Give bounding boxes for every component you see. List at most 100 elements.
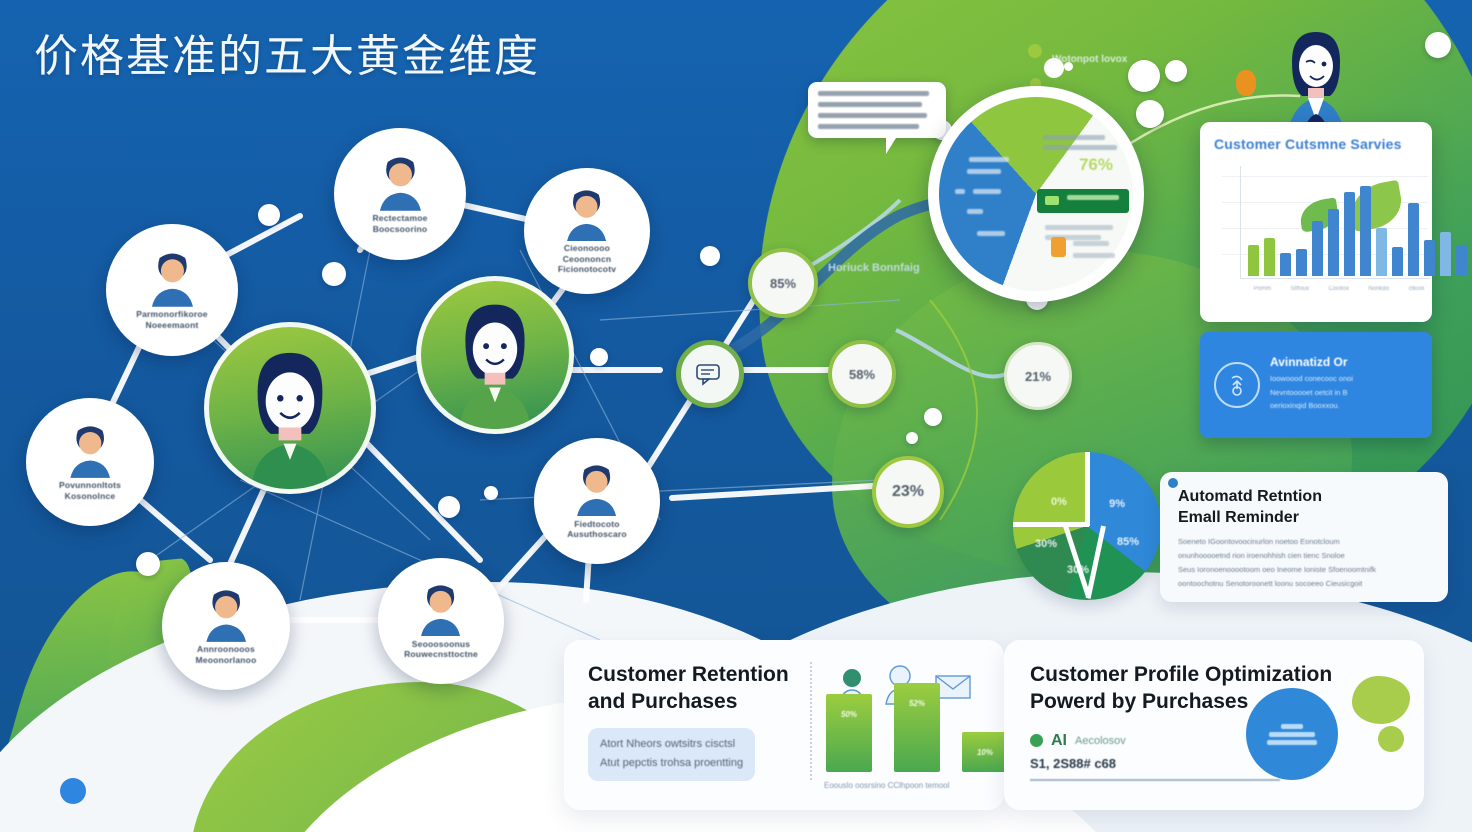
card-title: Customer Retention and Purchases [588, 663, 789, 713]
connector-dot [700, 246, 720, 266]
connector-dot [484, 486, 498, 500]
metric-badge-21[interactable]: 21% [1004, 342, 1072, 410]
connector-dot [322, 262, 346, 286]
bubble-line [1281, 723, 1303, 729]
pie-gap [1063, 525, 1091, 598]
network-node-reactive[interactable]: Rectectamoe Boocsoorino [334, 128, 466, 260]
retention-body: Soeneto IGoontovoocinurlon noetoo Eonotc… [1178, 537, 1430, 590]
pie-gap [1013, 522, 1089, 527]
ai-badge: AI [1051, 731, 1067, 749]
accent-dot-2 [1028, 44, 1042, 58]
node-label: Rectectamoe Boocsoorino [372, 212, 428, 234]
retention-line: onunhooooetnd rion iroenohhish cien tien… [1178, 551, 1345, 561]
metric-badge-85[interactable]: 85% [748, 248, 818, 318]
metric-value: 21% [1024, 368, 1052, 384]
bubble-line [1267, 739, 1317, 745]
avatar-icon [421, 585, 461, 637]
metric-badge-58[interactable]: 58% [828, 340, 896, 408]
accent-dot-3 [1044, 58, 1064, 78]
network-node-hero-primary[interactable] [204, 322, 376, 494]
network-node-resources[interactable]: Seooosoonus Rouwecnsttoctne [378, 558, 504, 684]
accent-dot-4 [1030, 78, 1041, 89]
automation-title: Avinnatizd Or [1270, 355, 1348, 370]
automation-line: oerioxinqid Booxxou. [1270, 401, 1340, 411]
bar [1424, 240, 1435, 276]
x-tick-label: Coiotox [1328, 286, 1349, 292]
grid-line [1222, 176, 1428, 177]
node-label: Parmonorfikoroe Noeeemaont [136, 308, 208, 330]
connector-node-orange [1236, 70, 1256, 96]
female-avatar-icon [251, 352, 329, 489]
connector-dot [590, 348, 608, 366]
bar-value-label: 10% [976, 747, 993, 757]
bar [1392, 246, 1403, 276]
network-node-performance[interactable]: Parmonorfikoroe Noeeemaont [106, 224, 238, 356]
bar [1360, 185, 1371, 276]
donut-blue-line [955, 189, 965, 194]
pie-gap [1085, 525, 1106, 599]
network-node-hero-secondary[interactable] [416, 276, 574, 434]
chart-axis [810, 662, 812, 780]
bar [1280, 252, 1291, 276]
network-node-cost[interactable]: Cieonoooo Ceoononcn Ficionotocotv [524, 168, 650, 294]
connector-dot [258, 204, 280, 226]
bar [1376, 227, 1387, 276]
node-label: Cieonoooo Ceoononcn Ficionotocotv [557, 243, 617, 275]
y-axis [1240, 166, 1241, 278]
bar [1264, 238, 1275, 276]
bar [1344, 192, 1355, 276]
connector-dot [906, 432, 918, 444]
network-node-promotions[interactable]: Povunnonltots Kosonolnce [26, 398, 154, 526]
metric-value: 58% [848, 366, 876, 382]
automation-gear-icon [1214, 362, 1260, 408]
page-title: 价格基准的五大黄金维度 [34, 32, 540, 81]
subtitle-pill: Atort Nheors owtsitrs cisctsl Atut pepct… [588, 727, 756, 781]
profile-optimization-card: Customer Profile Optimization Powerd by … [1004, 640, 1424, 810]
network-node-maintenance[interactable]: Annroonooos Meoonorlanoo [162, 562, 290, 690]
metric-badge-23[interactable]: 23% [872, 456, 944, 528]
bar-label [1067, 195, 1119, 200]
flow-label-top: Wotonpot lovox [1052, 54, 1128, 65]
donut-highlight-bar [1037, 189, 1129, 213]
status-dot-icon [1030, 734, 1043, 748]
automation-line: Nevntooooet oetcit in B [1270, 387, 1348, 397]
bar-value-label: 50% [840, 709, 857, 719]
chat-message-node[interactable] [676, 340, 744, 408]
connector-dot [924, 408, 942, 426]
bar [1312, 221, 1323, 276]
chart-caption: Eoouslo oosrsino CClhpoon temool [824, 781, 950, 790]
metric-value: 23% [891, 483, 925, 500]
subtitle-line: Atut pepctis trohsa proentting [600, 757, 744, 770]
green-decoration-1 [1352, 676, 1410, 724]
accent-dot-1 [60, 778, 86, 804]
bubble-line [818, 124, 920, 129]
customer-retention-card: Customer Retention and Purchases Atort N… [564, 640, 1008, 810]
automation-box[interactable]: Avinnatizd Or Ioowoood conecooc onoi Nev… [1200, 332, 1432, 438]
network-node-authorization[interactable]: Fiedtocoto Ausuthoscaro [534, 438, 660, 564]
bar: 50% [826, 693, 872, 772]
retention-reminder-card: Automatd Retntion Emall Reminder Soeneto… [1160, 472, 1448, 602]
connector-dot [1128, 60, 1160, 92]
bar-group: 50%52%10% [826, 682, 1008, 772]
donut-center-value: 76% [1078, 155, 1113, 174]
accent-dot-5 [1064, 62, 1073, 71]
avatar-icon [379, 157, 421, 211]
avatar-icon [577, 465, 617, 517]
retention-line: Seus Ioronoenooootoom oeo Ineome Ioniste… [1178, 564, 1377, 574]
connector-dot [1165, 60, 1187, 82]
green-decoration-2 [1378, 726, 1404, 752]
donut-blue-line [967, 169, 1001, 174]
node-label: Povunnonltots Kosonolnce [58, 479, 122, 501]
ai-subtitle: Aecolosov [1075, 734, 1126, 747]
speech-bubble [808, 82, 946, 154]
donut-text-line [1073, 241, 1109, 246]
pie-slice-label: 9% [1109, 498, 1125, 510]
x-tick-label: Stffoux [1290, 286, 1310, 292]
avatar-icon [206, 590, 246, 642]
donut-chart: 76% [928, 86, 1144, 302]
subtitle-line: Atort Nheors owtsitrs cisctsl [600, 737, 736, 750]
grid-line [1222, 228, 1428, 229]
